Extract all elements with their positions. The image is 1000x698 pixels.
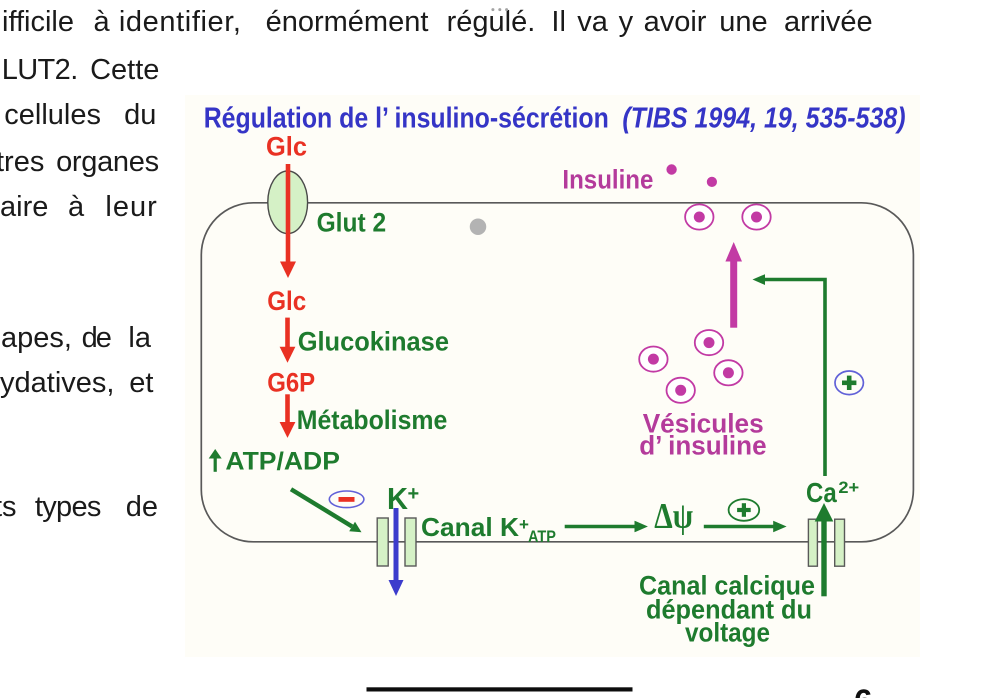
svg-text:K: K [387, 481, 409, 516]
svg-text:Régulation de l’ insulino-sécr: Régulation de l’ insulino-sécrétion [204, 102, 609, 134]
svg-text:Ca: Ca [806, 477, 837, 508]
svg-text:ATP/ADP: ATP/ADP [225, 448, 340, 476]
svg-text:+: + [519, 515, 529, 534]
svg-text:Glc: Glc [266, 132, 307, 162]
svg-text:G6P: G6P [267, 367, 315, 397]
svg-text:Glc: Glc [267, 286, 306, 316]
svg-text:2+: 2+ [838, 478, 859, 497]
svg-text:Vésicules: Vésicules [643, 408, 764, 438]
svg-text:+: + [408, 483, 420, 505]
svg-text:6: 6 [854, 683, 872, 698]
svg-text:dépendant du: dépendant du [646, 595, 812, 625]
svg-text:Canal calcique: Canal calcique [639, 571, 815, 601]
svg-text:d’ insuline: d’ insuline [639, 431, 766, 461]
svg-text:Glucokinase: Glucokinase [298, 327, 449, 357]
svg-text:Δψ: Δψ [654, 496, 693, 536]
svg-text:Métabolisme: Métabolisme [297, 405, 448, 435]
svg-text:Glut 2: Glut 2 [317, 207, 387, 237]
svg-text:(TIBS 1994, 19, 535-538): (TIBS 1994, 19, 535-538) [622, 102, 905, 134]
svg-text:Canal K: Canal K [421, 512, 519, 542]
svg-text:Insuline: Insuline [562, 165, 653, 195]
svg-text:ATP: ATP [528, 527, 556, 546]
svg-text:voltage: voltage [685, 618, 770, 648]
